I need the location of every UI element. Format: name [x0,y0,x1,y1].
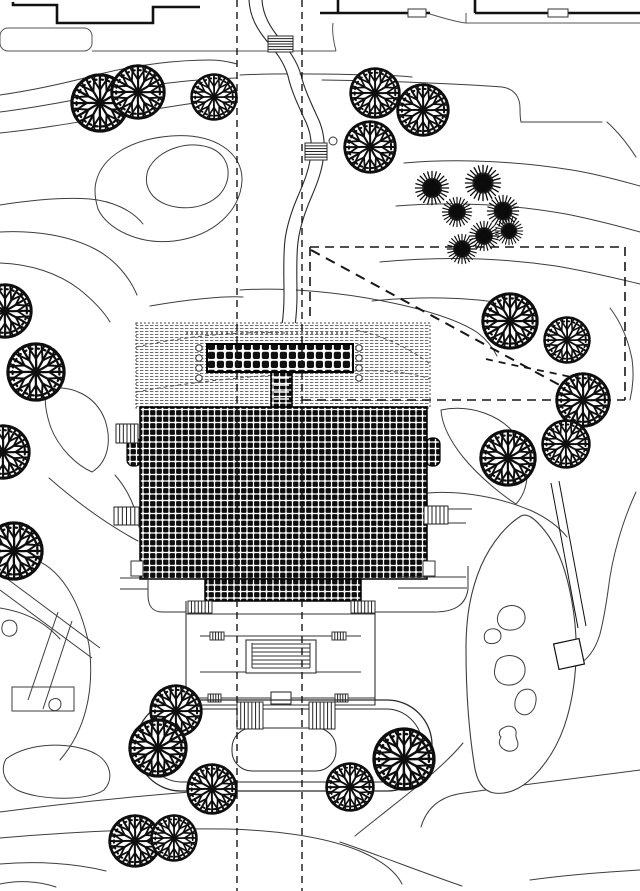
winding-footpath [248,0,338,327]
main-building [113,322,472,602]
deciduous-tree-icon [395,82,451,138]
deciduous-tree-icon [348,66,402,120]
southwest-walkway [0,574,101,712]
contour-lines [0,59,640,888]
deciduous-tree-icon [127,717,189,779]
deciduous-tree-icon [185,762,239,816]
deciduous-tree-icon [480,291,540,351]
deciduous-tree-icon [324,761,376,813]
deciduous-tree-icon [0,282,34,340]
garden-bed [1,480,587,794]
deciduous-tree-icon [109,63,167,121]
deciduous-tree-icon [370,725,438,793]
street-and-neighbour-buildings [0,0,640,52]
conifer-tree-icon [494,216,524,246]
deciduous-tree-icon [342,119,398,175]
conifer-tree-icon [414,170,450,206]
terrace-steps [120,566,469,706]
deciduous-tree-icon [478,428,538,488]
deciduous-tree-icon [554,371,612,429]
deciduous-tree-icon [189,72,239,122]
deciduous-tree-icon [542,315,592,365]
deciduous-tree-icon [5,341,67,403]
deciduous-tree-icon [149,813,199,863]
deciduous-tree-icon [540,418,592,470]
trees-conifer [414,164,524,265]
conifer-tree-icon [446,233,478,265]
conifer-tree-icon [441,196,473,228]
deciduous-tree-icon [0,520,45,582]
conifer-tree-icon [464,164,502,202]
deciduous-tree-icon [0,423,32,481]
